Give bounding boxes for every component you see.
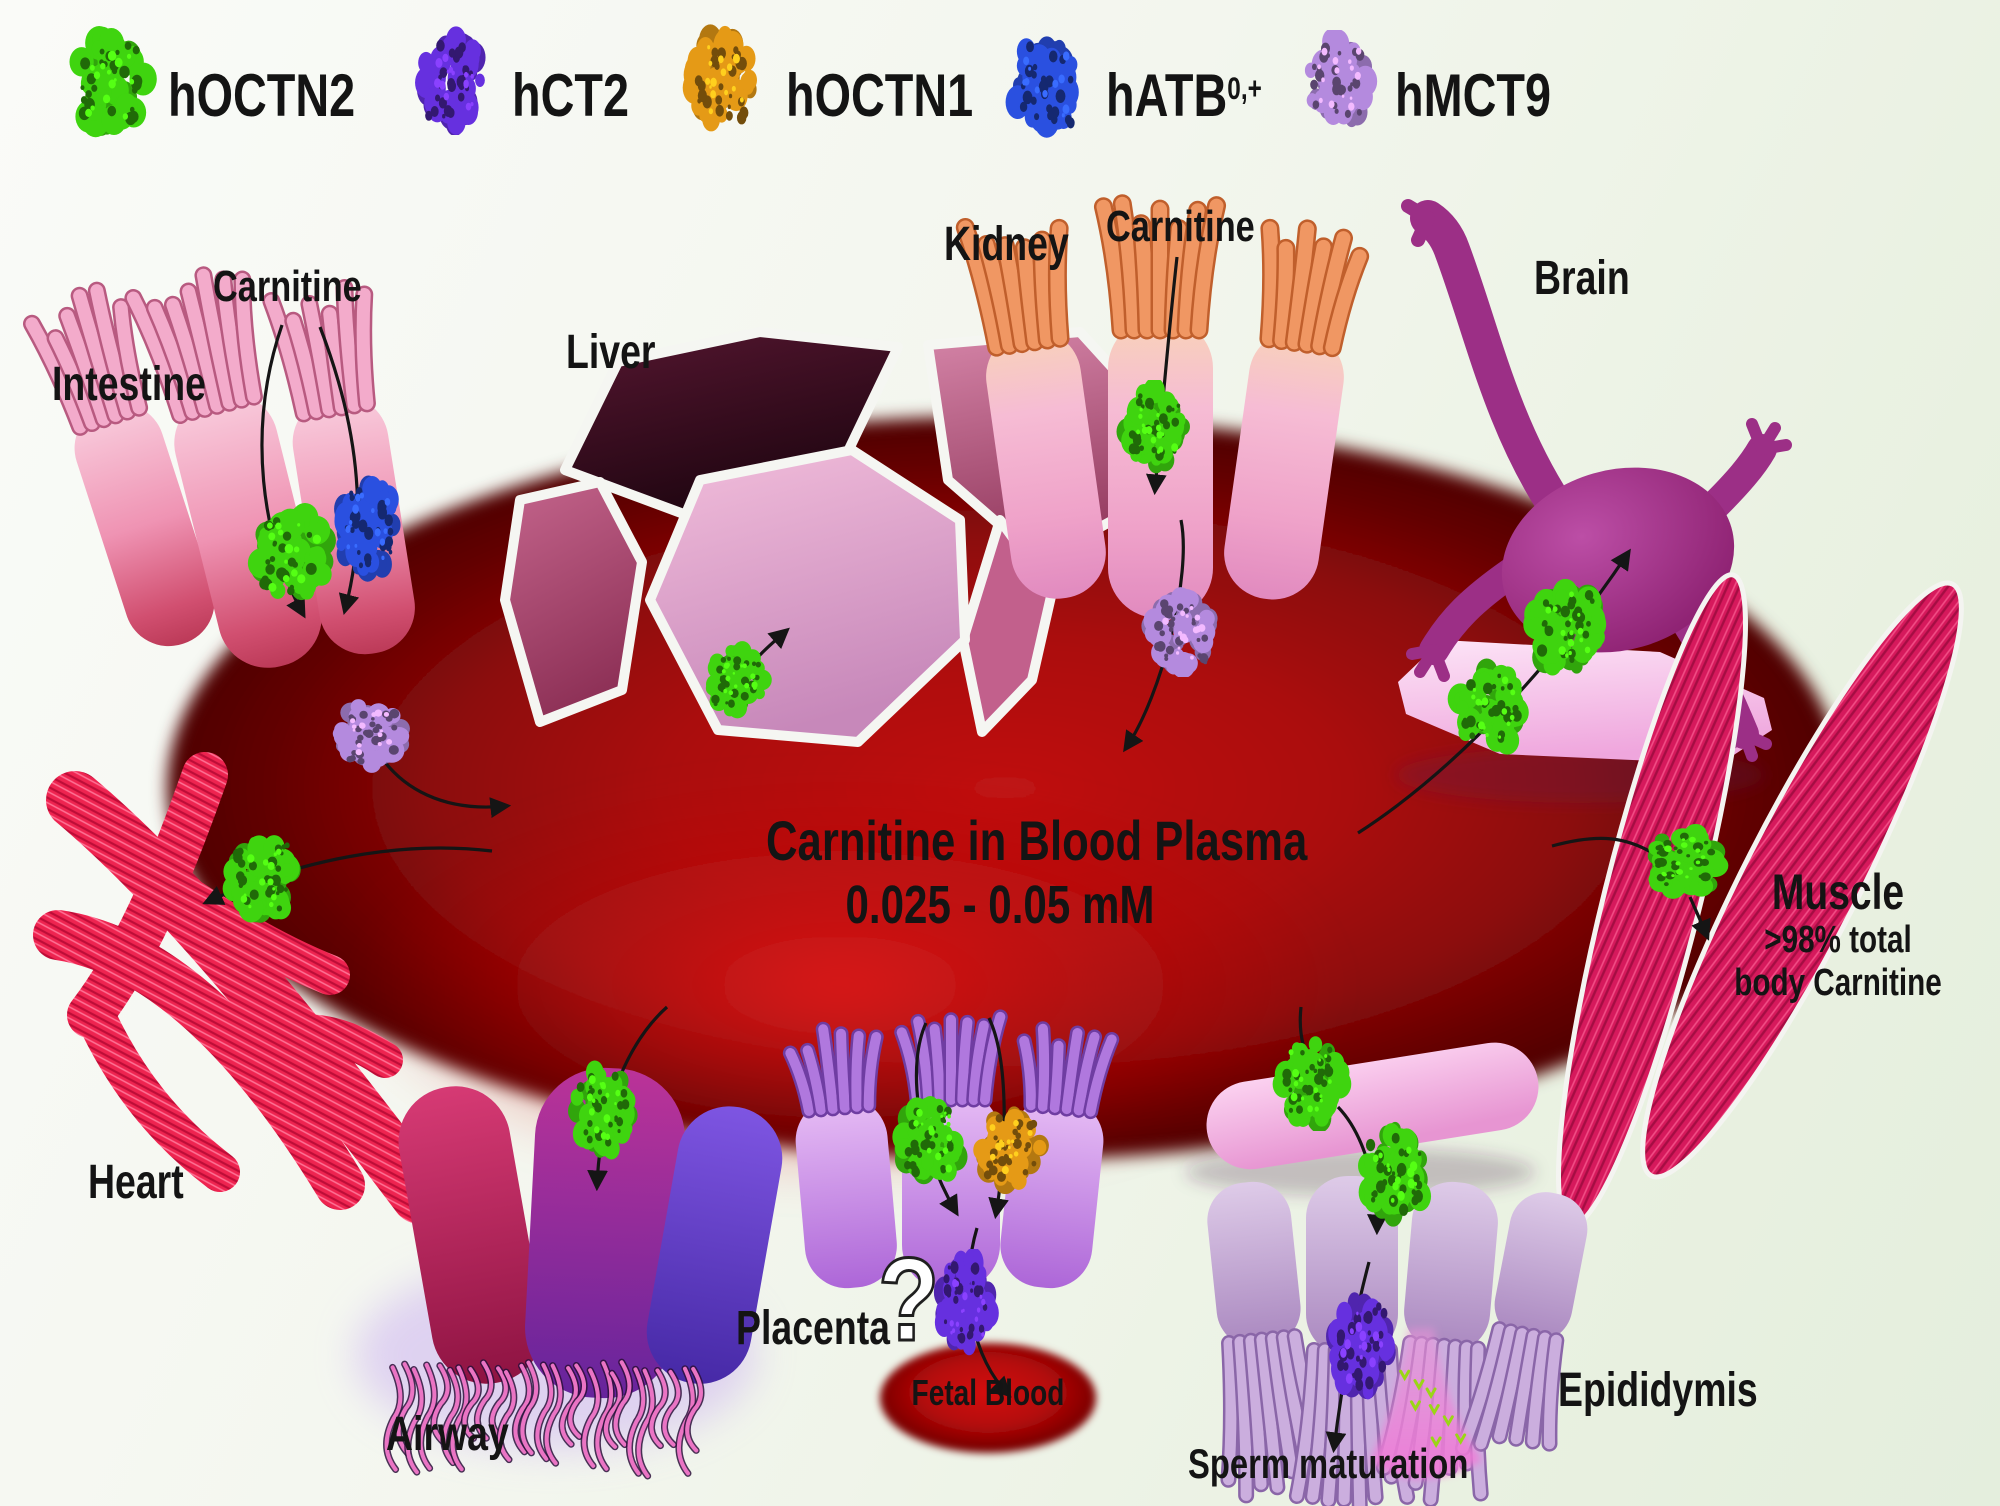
muscle-illustration (1556, 572, 1964, 1228)
muscle-label: Muscle (1771, 864, 1905, 920)
heart-illustration (33, 752, 449, 1224)
epididymis-endothelial-cell (1206, 1042, 1539, 1170)
legend-label-hOCTN1: hOCTN1 (786, 62, 974, 129)
airway-illustration (355, 1067, 783, 1480)
epididymis-label: Epididymis (1558, 1364, 1758, 1417)
kidney-illustration (955, 194, 1370, 618)
airway-label: Airway (386, 1408, 509, 1461)
intestine-label: Intestine (52, 358, 206, 411)
legend-label-hCT2: hCT2 (512, 62, 629, 129)
muscle-note-line1: >98% total (1764, 918, 1912, 961)
carnitine-label-kidney: Carnitine (1106, 202, 1255, 251)
sperm-duct-funnel (1370, 1328, 1482, 1479)
muscle-label-block: Muscle >98% total body Carnitine (1713, 866, 1963, 1006)
arrow-plasma-to-muscle-a (1551, 836, 1657, 857)
placenta-label: Placenta (736, 1302, 891, 1355)
microvilli (262, 279, 376, 423)
placenta-illustration (782, 1009, 1120, 1453)
epididymis-illustration (1185, 1042, 1588, 1506)
plasma-title: Carnitine in Blood Plasma (766, 809, 1308, 872)
uncertain-transport-question-mark: ? (877, 1233, 941, 1368)
sperm-maturation-label: Sperm maturation (1188, 1440, 1469, 1487)
microvilli (1454, 1321, 1565, 1457)
plasma-title-block: Carnitine in Blood Plasma 0.025 - 0.05 m… (766, 809, 1308, 935)
airway-cilia (383, 1358, 705, 1480)
muscle-note-line2: body Carnitine (1734, 962, 1942, 1005)
legend-label-hOCTN2: hOCTN2 (168, 62, 356, 129)
plasma-concentration-range: 0.025 - 0.05 mM (845, 874, 1155, 935)
arrow-plasma-to-muscle-b (1688, 896, 1711, 941)
kidney-label: Kidney (944, 218, 1069, 271)
legend-label-hATB-superscript: 0,+ (1227, 70, 1262, 106)
legend-label-hATB: hATB0,+ (1106, 64, 1262, 127)
microvilli (1259, 218, 1370, 358)
intestine-illustration (22, 266, 415, 668)
microvilli (894, 1009, 1008, 1108)
microvilli (1220, 1328, 1331, 1504)
microvilli (955, 217, 1070, 357)
microvilli (1016, 1021, 1120, 1120)
microvilli (22, 281, 149, 436)
fetal-blood-pool (880, 1343, 1096, 1453)
legend-label-hATB-base: hATB (1106, 62, 1228, 129)
microvilli (782, 1021, 884, 1119)
heart-label: Heart (88, 1156, 184, 1209)
liver-label: Liver (566, 326, 656, 379)
sperm-cells (1399, 1369, 1467, 1449)
microvilli (124, 266, 263, 424)
fetal-blood-label: Fetal Blood (911, 1372, 1065, 1413)
carnitine-label-intestine: Carnitine (213, 262, 362, 311)
brain-label: Brain (1534, 252, 1630, 305)
legend-label-hMCT9: hMCT9 (1395, 62, 1551, 129)
